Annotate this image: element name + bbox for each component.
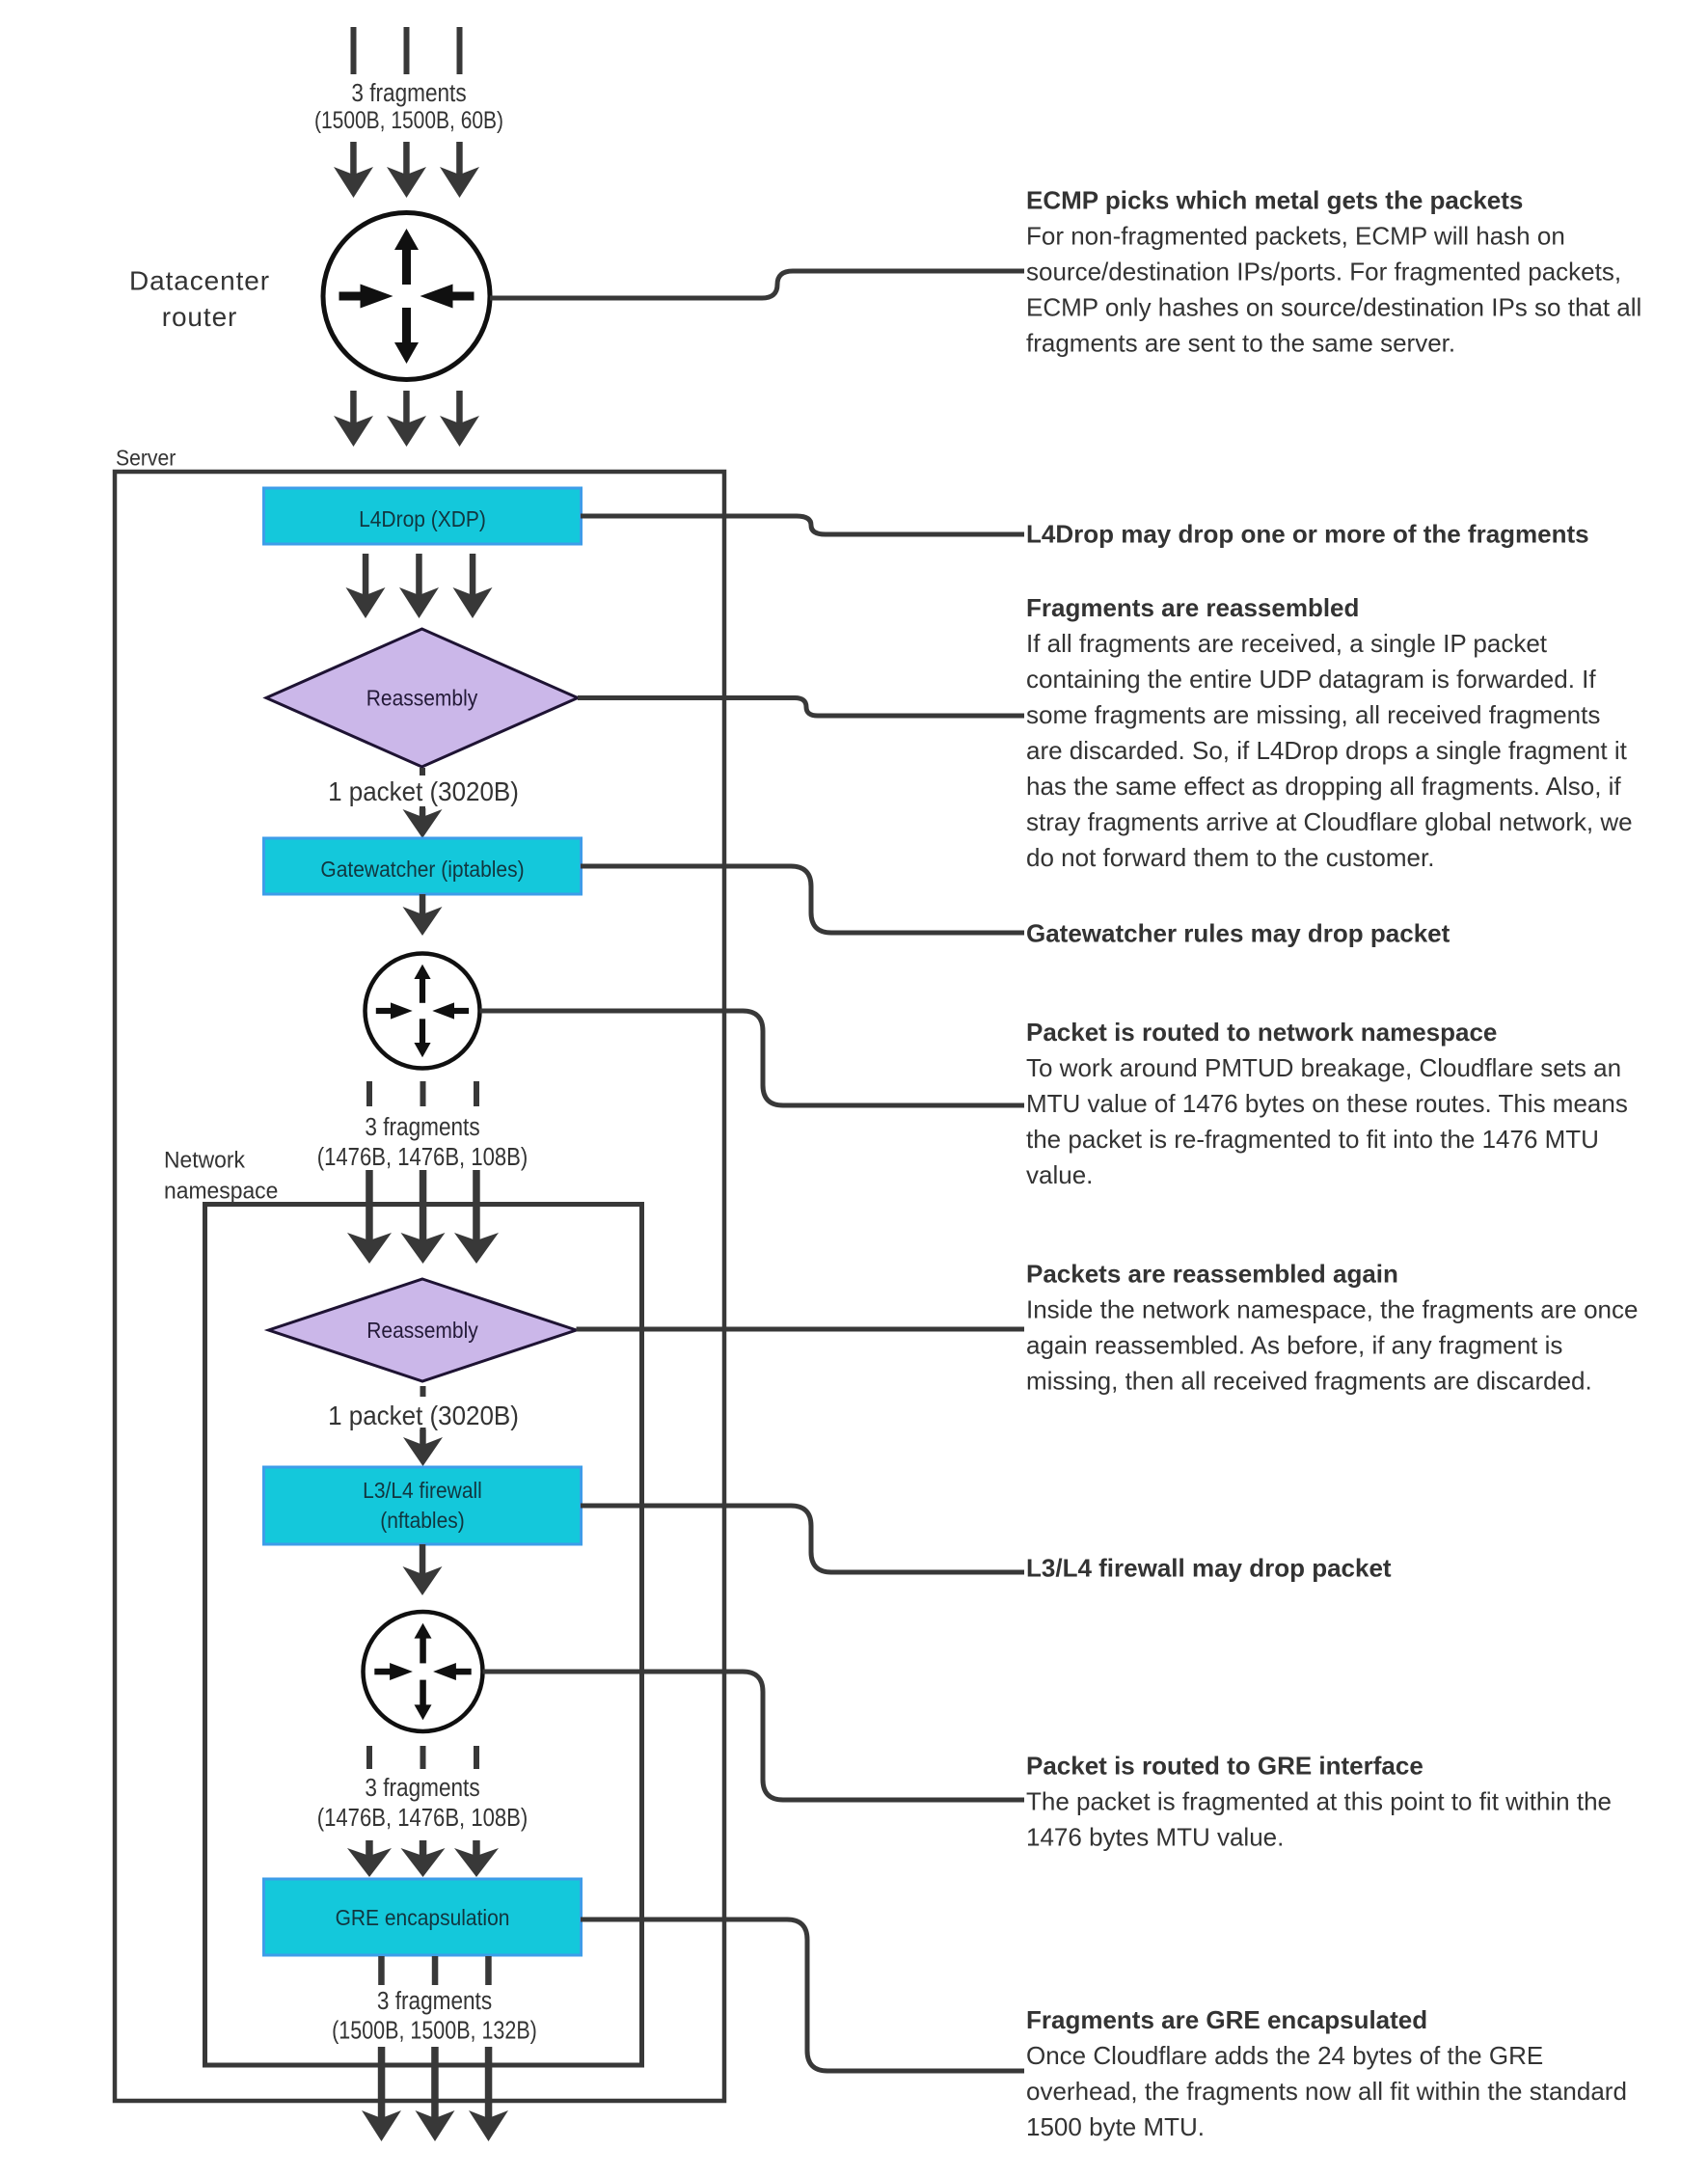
svg-text:3 fragments: 3 fragments bbox=[365, 1114, 479, 1142]
svg-text:L4Drop (XDP): L4Drop (XDP) bbox=[359, 506, 486, 531]
svg-text:L4Drop may drop one or more of: L4Drop may drop one or more of the fragm… bbox=[1026, 520, 1589, 549]
svg-text:Packet is routed to network na: Packet is routed to network namespace bbox=[1026, 1018, 1497, 1047]
svg-text:stray fragments arrive at Clou: stray fragments arrive at Cloudflare glo… bbox=[1026, 807, 1633, 836]
svg-text:again reassembled. As before,: again reassembled. As before, if any fra… bbox=[1026, 1331, 1562, 1360]
svg-text:Datacenter: Datacenter bbox=[129, 266, 270, 296]
svg-text:(1500B, 1500B, 60B): (1500B, 1500B, 60B) bbox=[314, 106, 503, 133]
svg-text:(1476B, 1476B, 108B): (1476B, 1476B, 108B) bbox=[317, 1144, 528, 1172]
svg-text:For non-fragmented packets, EC: For non-fragmented packets, ECMP will ha… bbox=[1026, 222, 1565, 251]
svg-text:containing the entire UDP data: containing the entire UDP datagram is fo… bbox=[1026, 665, 1596, 694]
svg-text:(1476B, 1476B, 108B): (1476B, 1476B, 108B) bbox=[317, 1805, 528, 1833]
svg-text:Fragments are reassembled: Fragments are reassembled bbox=[1026, 593, 1359, 622]
svg-text:value.: value. bbox=[1026, 1160, 1093, 1189]
svg-text:has the same effect as droppin: has the same effect as dropping all frag… bbox=[1026, 772, 1621, 801]
svg-text:some fragments are missing, al: some fragments are missing, all received… bbox=[1026, 700, 1600, 729]
svg-text:the packet is re-fragmented to: the packet is re-fragmented to fit into … bbox=[1026, 1125, 1599, 1154]
svg-text:fragments are sent to the same: fragments are sent to the same server. bbox=[1026, 329, 1455, 358]
svg-text:namespace: namespace bbox=[164, 1179, 278, 1205]
svg-text:Server: Server bbox=[116, 446, 176, 471]
svg-text:overhead, the fragments now al: overhead, the fragments now all fit with… bbox=[1026, 2077, 1627, 2106]
svg-text:ECMP picks which metal gets th: ECMP picks which metal gets the packets bbox=[1026, 186, 1523, 215]
svg-text:1476 bytes MTU value.: 1476 bytes MTU value. bbox=[1026, 1823, 1284, 1852]
svg-text:Gatewatcher (iptables): Gatewatcher (iptables) bbox=[320, 857, 524, 882]
svg-text:Packet is routed to GRE interf: Packet is routed to GRE interface bbox=[1026, 1752, 1423, 1781]
svg-text:3 fragments: 3 fragments bbox=[351, 80, 466, 108]
svg-text:missing, then all received fra: missing, then all received fragments are… bbox=[1026, 1367, 1592, 1396]
svg-text:The packet is fragmented at th: The packet is fragmented at this point t… bbox=[1026, 1787, 1612, 1816]
svg-text:Packets are reassembled again: Packets are reassembled again bbox=[1026, 1260, 1398, 1289]
svg-text:ECMP only hashes on source/des: ECMP only hashes on source/destination I… bbox=[1026, 293, 1641, 322]
svg-text:(1500B, 1500B, 132B): (1500B, 1500B, 132B) bbox=[332, 2017, 537, 2044]
svg-text:1 packet (3020B): 1 packet (3020B) bbox=[328, 1401, 519, 1430]
svg-text:(nftables): (nftables) bbox=[380, 1508, 465, 1533]
svg-text:Reassembly: Reassembly bbox=[366, 686, 478, 711]
svg-text:are discarded. So, if L4Drop d: are discarded. So, if L4Drop drops a sin… bbox=[1026, 736, 1628, 765]
svg-text:L3/L4 firewall: L3/L4 firewall bbox=[363, 1478, 482, 1503]
svg-text:Once Cloudflare adds the 24 by: Once Cloudflare adds the 24 bytes of the… bbox=[1026, 2041, 1543, 2070]
svg-text:To work around PMTUD breakage,: To work around PMTUD breakage, Cloudflar… bbox=[1026, 1053, 1621, 1082]
svg-text:source/destination IPs/ports.: source/destination IPs/ports. For fragme… bbox=[1026, 258, 1621, 286]
svg-text:MTU value of 1476 bytes on the: MTU value of 1476 bytes on these routes.… bbox=[1026, 1089, 1628, 1118]
svg-text:If all fragments are received,: If all fragments are received, a single … bbox=[1026, 629, 1548, 658]
svg-text:do not forward them to the cus: do not forward them to the customer. bbox=[1026, 843, 1434, 872]
svg-text:3 fragments: 3 fragments bbox=[377, 1988, 492, 2016]
svg-text:GRE encapsulation: GRE encapsulation bbox=[336, 1905, 510, 1930]
svg-text:1 packet (3020B): 1 packet (3020B) bbox=[328, 776, 519, 806]
svg-text:Reassembly: Reassembly bbox=[366, 1318, 478, 1343]
svg-text:router: router bbox=[162, 302, 238, 332]
svg-text:1500 byte MTU.: 1500 byte MTU. bbox=[1026, 2112, 1205, 2141]
svg-text:Fragments are GRE encapsulated: Fragments are GRE encapsulated bbox=[1026, 2005, 1427, 2034]
svg-text:3 fragments: 3 fragments bbox=[365, 1775, 479, 1803]
svg-text:Gatewatcher rules may drop pac: Gatewatcher rules may drop packet bbox=[1026, 919, 1450, 948]
svg-text:Network: Network bbox=[164, 1148, 245, 1174]
svg-text:Inside the network namespace,: Inside the network namespace, the fragme… bbox=[1026, 1295, 1638, 1324]
svg-text:L3/L4 firewall may drop packet: L3/L4 firewall may drop packet bbox=[1026, 1554, 1392, 1583]
